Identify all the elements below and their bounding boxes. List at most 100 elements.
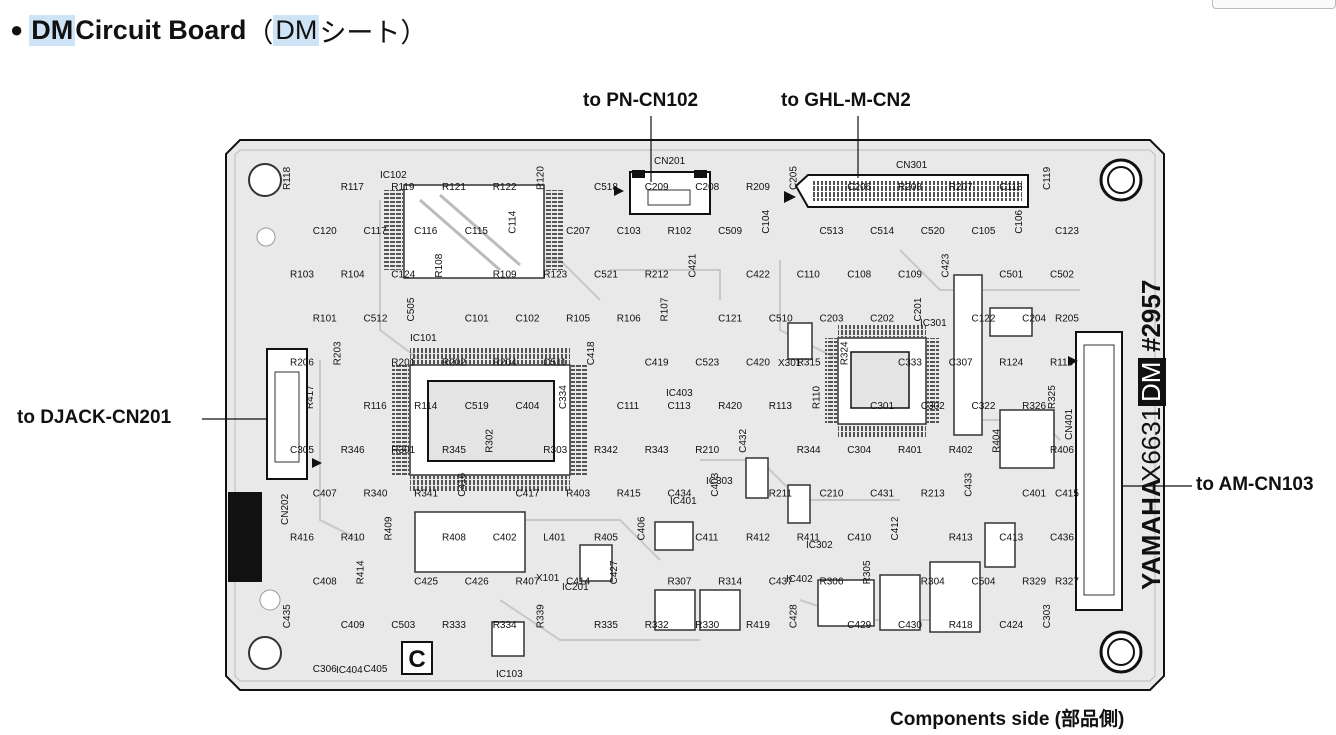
component-label: C306: [313, 664, 337, 675]
component-label: R332: [645, 620, 669, 631]
component-label: L401: [543, 533, 566, 544]
ic-label: IC102: [380, 170, 407, 181]
component-label: R411: [797, 533, 821, 544]
component-label: C416: [457, 472, 468, 496]
component-label: C121: [718, 314, 742, 325]
component-label: C501: [999, 270, 1023, 281]
component-label: R403: [566, 489, 590, 500]
board-number-label: #2957: [1136, 280, 1166, 352]
component-label: R201: [391, 357, 415, 368]
component-label: C435: [282, 604, 293, 628]
component-label: R340: [364, 489, 388, 500]
component-label: C104: [761, 209, 772, 233]
component-label: C403: [710, 472, 721, 496]
component-label: C418: [586, 341, 597, 365]
component-label: R210: [695, 445, 719, 456]
component-label: R102: [668, 226, 692, 237]
component-label: R115: [1050, 357, 1074, 368]
component-label: R105: [566, 314, 590, 325]
component-label: C422: [746, 270, 770, 281]
component-label: R415: [617, 489, 641, 500]
component-label: C405: [364, 664, 388, 675]
component-label: C208: [695, 182, 719, 193]
component-label: C406: [637, 516, 648, 540]
title-sheet-suffix: シート: [319, 17, 401, 48]
component-label: C108: [847, 270, 871, 281]
component-label: R341: [414, 489, 438, 500]
component-label: R329: [1022, 576, 1046, 587]
bullet-icon: ●: [10, 17, 24, 42]
page-title: ● DM Circuit Board （ DM シート ）: [10, 10, 427, 50]
component-label: C424: [999, 620, 1023, 631]
footer-caption: Components side (部品側): [890, 709, 1125, 730]
component-label: C520: [921, 226, 945, 237]
component-label: C114: [508, 210, 519, 234]
ic-label: X301: [778, 358, 802, 369]
component-label: C408: [313, 576, 337, 587]
component-label: R303: [543, 445, 567, 456]
component-label: R327: [1055, 576, 1079, 587]
connector-label: CN201: [654, 156, 686, 167]
component-label: R404: [991, 429, 1002, 453]
component-label: C426: [465, 576, 489, 587]
component-label: C510: [769, 314, 793, 325]
component-label: R315: [797, 357, 821, 368]
ic-label: IC302: [806, 540, 833, 551]
component-label: R109: [493, 270, 517, 281]
component-label: R106: [617, 314, 641, 325]
component-label: R408: [442, 533, 466, 544]
component-label: C402: [493, 533, 517, 544]
component-label: R346: [341, 445, 365, 456]
component-label: R343: [645, 445, 669, 456]
component-label: R116: [364, 401, 388, 412]
component-label: C305: [290, 445, 314, 456]
component-label: C409: [341, 620, 365, 631]
component-label: R330: [695, 620, 719, 631]
title-board-code: DM: [29, 14, 76, 46]
component-label: C333: [898, 357, 922, 368]
component-label: R302: [485, 429, 496, 453]
component-label: R113: [769, 401, 793, 412]
component-label: C106: [1014, 209, 1025, 233]
component-label: R418: [949, 620, 973, 631]
component-label: R345: [442, 445, 466, 456]
component-label: C103: [617, 226, 641, 237]
component-label: R409: [383, 516, 394, 540]
component-label: R324: [839, 341, 850, 365]
ic-label: IC301: [920, 318, 947, 329]
component-label: C334: [558, 385, 569, 409]
ic-label: IC201: [562, 582, 589, 593]
component-label: R121: [442, 182, 466, 193]
component-label: C117: [364, 226, 388, 237]
component-label: C434: [668, 489, 692, 500]
component-label: R417: [305, 385, 316, 409]
ic-label: IC404: [336, 665, 363, 676]
component-label: C509: [718, 226, 742, 237]
component-label: R416: [290, 533, 314, 544]
component-label: R118: [282, 166, 293, 190]
connector-label: CN301: [896, 160, 928, 171]
component-label: C414: [566, 576, 590, 587]
component-label: R407: [516, 576, 540, 587]
component-label: R401: [898, 445, 922, 456]
component-label: C415: [1055, 489, 1079, 500]
component-label: R334: [493, 620, 517, 631]
component-label: C401: [1022, 489, 1046, 500]
component-label: C209: [645, 182, 669, 193]
component-label: R203: [333, 341, 344, 365]
component-label: C423: [941, 253, 952, 277]
component-label: R207: [949, 182, 973, 193]
component-label: R326: [1022, 401, 1046, 412]
component-label: R213: [921, 489, 945, 500]
title-paren-close: ）: [400, 17, 428, 48]
component-label: C207: [566, 226, 590, 237]
component-label: C512: [364, 314, 388, 325]
component-label: R339: [535, 604, 546, 628]
component-label: R104: [341, 270, 365, 281]
component-label: C101: [465, 314, 489, 325]
callout-djack-cn201: to DJACK-CN201: [17, 407, 172, 428]
component-label: R205: [1055, 314, 1079, 325]
ic-label: IC103: [496, 669, 523, 680]
component-label: R406: [1050, 445, 1074, 456]
component-label: C102: [516, 314, 540, 325]
